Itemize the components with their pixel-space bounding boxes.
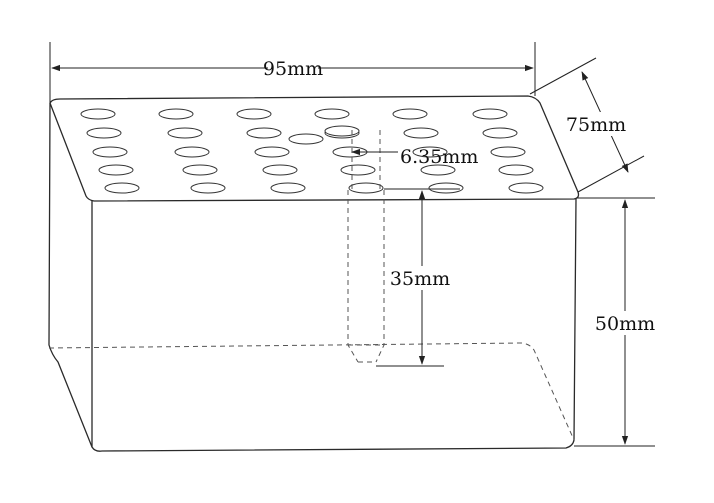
tube-hole	[508, 182, 544, 194]
hidden-bottom-back-edge	[48, 342, 575, 441]
left-face	[48, 102, 93, 448]
dim-hole-diameter: 6.35mm	[351, 146, 478, 168]
dim-depth-ext-bottom	[577, 155, 645, 193]
tube-hole	[340, 164, 376, 176]
tube-hole	[182, 164, 218, 176]
hole-section	[347, 130, 385, 363]
dim-width: 95mm	[49, 42, 536, 103]
tube-hole	[498, 164, 534, 176]
dim-hole-depth-label: 35mm	[390, 268, 450, 290]
tube-hole	[174, 146, 210, 158]
hole-wall-outer-left	[347, 190, 359, 363]
front-face	[91, 198, 577, 452]
tube-hole	[86, 127, 122, 139]
tube-hole	[167, 127, 203, 139]
tube-hole	[288, 133, 324, 145]
hole-wall-outer-right	[375, 190, 385, 363]
tube-hole	[190, 182, 226, 194]
tube-hole	[324, 125, 360, 137]
tube-hole	[98, 164, 134, 176]
dim-depth-label-bg	[570, 112, 622, 136]
tube-hole	[104, 182, 140, 194]
tube-hole	[314, 108, 350, 120]
hole-grid	[80, 108, 544, 194]
tube-hole	[236, 108, 272, 120]
dim-hole-depth: 35mm	[376, 188, 460, 367]
dim-width-label-bg	[268, 56, 318, 80]
dim-height: 50mm	[574, 197, 655, 447]
dim-depth: 75mm	[529, 57, 645, 193]
tube-hole	[392, 108, 428, 120]
dim-width-label: 95mm	[263, 58, 323, 80]
tube-hole	[254, 146, 290, 158]
tube-hole	[80, 108, 116, 120]
dim-depth-label: 75mm	[566, 114, 626, 136]
dim-depth-ext-top	[529, 57, 597, 95]
tube-hole	[348, 182, 384, 194]
tube-hole	[403, 127, 439, 139]
tube-hole	[472, 108, 508, 120]
dim-height-label: 50mm	[595, 313, 655, 335]
tube-hole	[92, 146, 128, 158]
tube-hole	[246, 127, 282, 139]
dim-height-label-bg	[597, 311, 653, 335]
dim-hole-diameter-label: 6.35mm	[400, 146, 478, 168]
tube-hole	[482, 127, 518, 139]
tube-hole	[158, 108, 194, 120]
tube-hole	[412, 146, 448, 158]
dim-hole-depth-label-bg	[394, 266, 446, 290]
tube-hole	[270, 182, 306, 194]
tube-hole	[428, 182, 464, 194]
tube-hole	[490, 146, 526, 158]
tube-hole	[262, 164, 298, 176]
tube-hole	[420, 164, 456, 176]
